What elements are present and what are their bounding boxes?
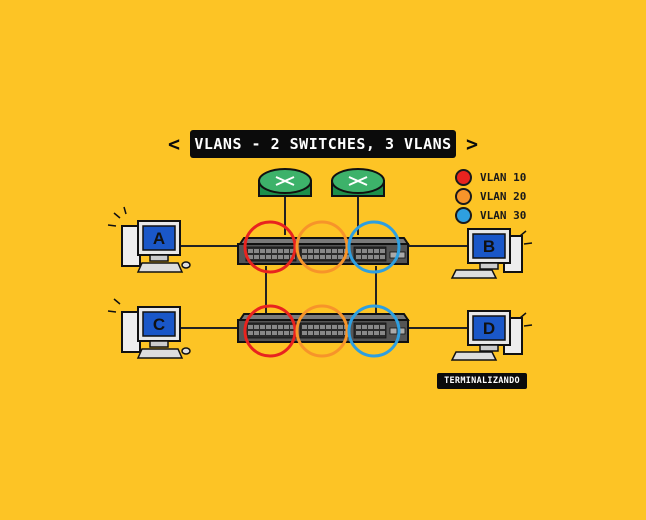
- computer-label-d: D: [483, 319, 495, 338]
- vlan-20-circle-switch-2: [295, 304, 349, 358]
- computer-label-c: C: [153, 315, 165, 334]
- legend-item-vlan-30: VLAN 30: [455, 206, 545, 225]
- red-dot-icon: [455, 169, 472, 186]
- computer-icon-a: [107, 206, 191, 273]
- legend-label: VLAN 20: [480, 190, 527, 203]
- legend-label: VLAN 30: [480, 209, 527, 222]
- orange-dot-icon: [455, 188, 472, 205]
- blue-dot-icon: [455, 207, 472, 224]
- vlan-20-circle-switch-1: [295, 220, 349, 274]
- vlan-30-circle-switch-2: [347, 304, 401, 358]
- computer-label-b: B: [483, 237, 495, 256]
- legend: VLAN 10 VLAN 20 VLAN 30: [455, 168, 545, 225]
- router-icon-2: [331, 168, 385, 197]
- brand-badge: TERMINALIZANDO: [437, 373, 527, 389]
- legend-item-vlan-10: VLAN 10: [455, 168, 545, 187]
- switch-icon-2: [237, 313, 410, 343]
- switch-icon-1: [237, 237, 410, 265]
- vlan-10-circle-switch-1: [243, 220, 297, 274]
- router-icon-1: [258, 168, 312, 197]
- vlan-30-circle-switch-1: [347, 220, 401, 274]
- vlan-10-circle-switch-2: [243, 304, 297, 358]
- computer-icon-d: [450, 310, 533, 361]
- computer-icon-c: [107, 298, 191, 359]
- computer-label-a: A: [153, 229, 165, 248]
- left-bracket-icon: <: [168, 132, 181, 156]
- right-bracket-icon: >: [465, 132, 478, 156]
- title-banner: < VLANS - 2 SWITCHES, 3 VLANS >: [168, 128, 478, 162]
- legend-label: VLAN 10: [480, 171, 527, 184]
- diagram-title: VLANS - 2 SWITCHES, 3 VLANS: [190, 130, 456, 158]
- legend-item-vlan-20: VLAN 20: [455, 187, 545, 206]
- computer-icon-b: [450, 228, 533, 279]
